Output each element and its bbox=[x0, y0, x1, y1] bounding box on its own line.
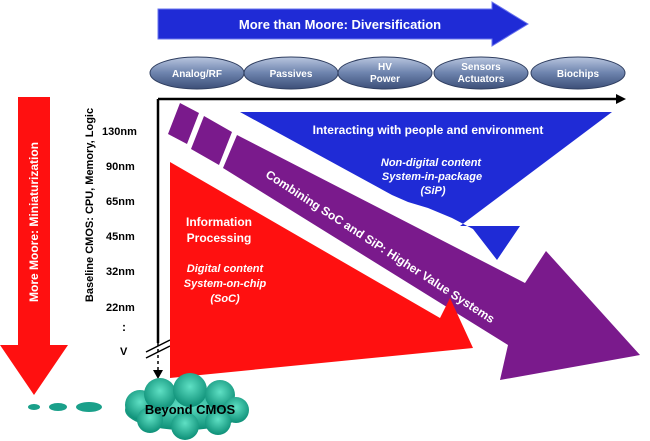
node-label: 22nm bbox=[106, 302, 135, 314]
sip-region: Interacting with people and environment … bbox=[240, 112, 612, 260]
more-moore-arrow: More Moore: Miniaturization bbox=[0, 97, 68, 395]
cloud-bubble-small bbox=[28, 404, 40, 410]
cloud-bubble-medium bbox=[49, 403, 67, 411]
pill-label-line1: HV bbox=[378, 62, 392, 73]
cloud-bubble-large bbox=[76, 402, 102, 412]
sip-content-line3: (SiP) bbox=[420, 185, 445, 197]
soc-title-line2: Processing bbox=[187, 231, 252, 245]
soc-title-line1: Information bbox=[186, 215, 252, 229]
more-moore-label: More Moore: Miniaturization bbox=[27, 142, 41, 302]
beyond-cmos-label: Beyond CMOS bbox=[145, 402, 236, 417]
node-label: 130nm bbox=[102, 126, 137, 138]
sip-title: Interacting with people and environment bbox=[313, 123, 544, 137]
node-label: 65nm bbox=[106, 196, 135, 208]
node-label: V bbox=[120, 346, 128, 358]
cloud-shape bbox=[125, 373, 249, 440]
axes bbox=[145, 94, 626, 379]
technology-nodes: 130nm 90nm 65nm 45nm 32nm 22nm : V bbox=[102, 126, 137, 358]
pill-label-line1: Sensors bbox=[461, 62, 501, 73]
pill-biochips: Biochips bbox=[530, 56, 626, 90]
application-pills: Analog/RF Passives HV Power Sensors Actu… bbox=[149, 56, 626, 90]
sip-content-line1: Non-digital content bbox=[381, 157, 483, 169]
baseline-cmos-label: Baseline CMOS: CPU, Memory, Logic bbox=[84, 108, 96, 302]
node-label: 90nm bbox=[106, 161, 135, 173]
pill-hv-power: HV Power bbox=[337, 56, 433, 90]
soc-content-line2: System-on-chip bbox=[184, 278, 267, 290]
sip-content-line2: System-in-package bbox=[382, 171, 482, 183]
pill-label: Passives bbox=[270, 69, 313, 80]
pill-analog-rf: Analog/RF bbox=[149, 56, 245, 90]
purple-arrow-body bbox=[223, 135, 640, 380]
pill-sensors-actuators: Sensors Actuators bbox=[433, 56, 529, 90]
soc-content-line1: Digital content bbox=[187, 263, 265, 275]
pill-label: Analog/RF bbox=[172, 69, 222, 80]
more-than-moore-arrow: More than Moore: Diversification bbox=[157, 1, 529, 47]
pill-passives: Passives bbox=[243, 56, 339, 90]
more-than-moore-label: More than Moore: Diversification bbox=[239, 17, 441, 32]
pill-label-line2: Power bbox=[370, 74, 400, 85]
soc-content-line3: (SoC) bbox=[210, 293, 240, 305]
purple-dash-2 bbox=[191, 116, 232, 165]
node-label: : bbox=[122, 320, 126, 334]
pill-label: Biochips bbox=[557, 69, 600, 80]
beyond-cmos-cloud: Beyond CMOS bbox=[28, 373, 249, 440]
pill-label-line2: Actuators bbox=[458, 74, 505, 85]
soc-region: Information Processing Digital content S… bbox=[170, 162, 473, 378]
purple-dash-1 bbox=[168, 103, 199, 144]
node-label: 32nm bbox=[106, 266, 135, 278]
node-label: 45nm bbox=[106, 231, 135, 243]
